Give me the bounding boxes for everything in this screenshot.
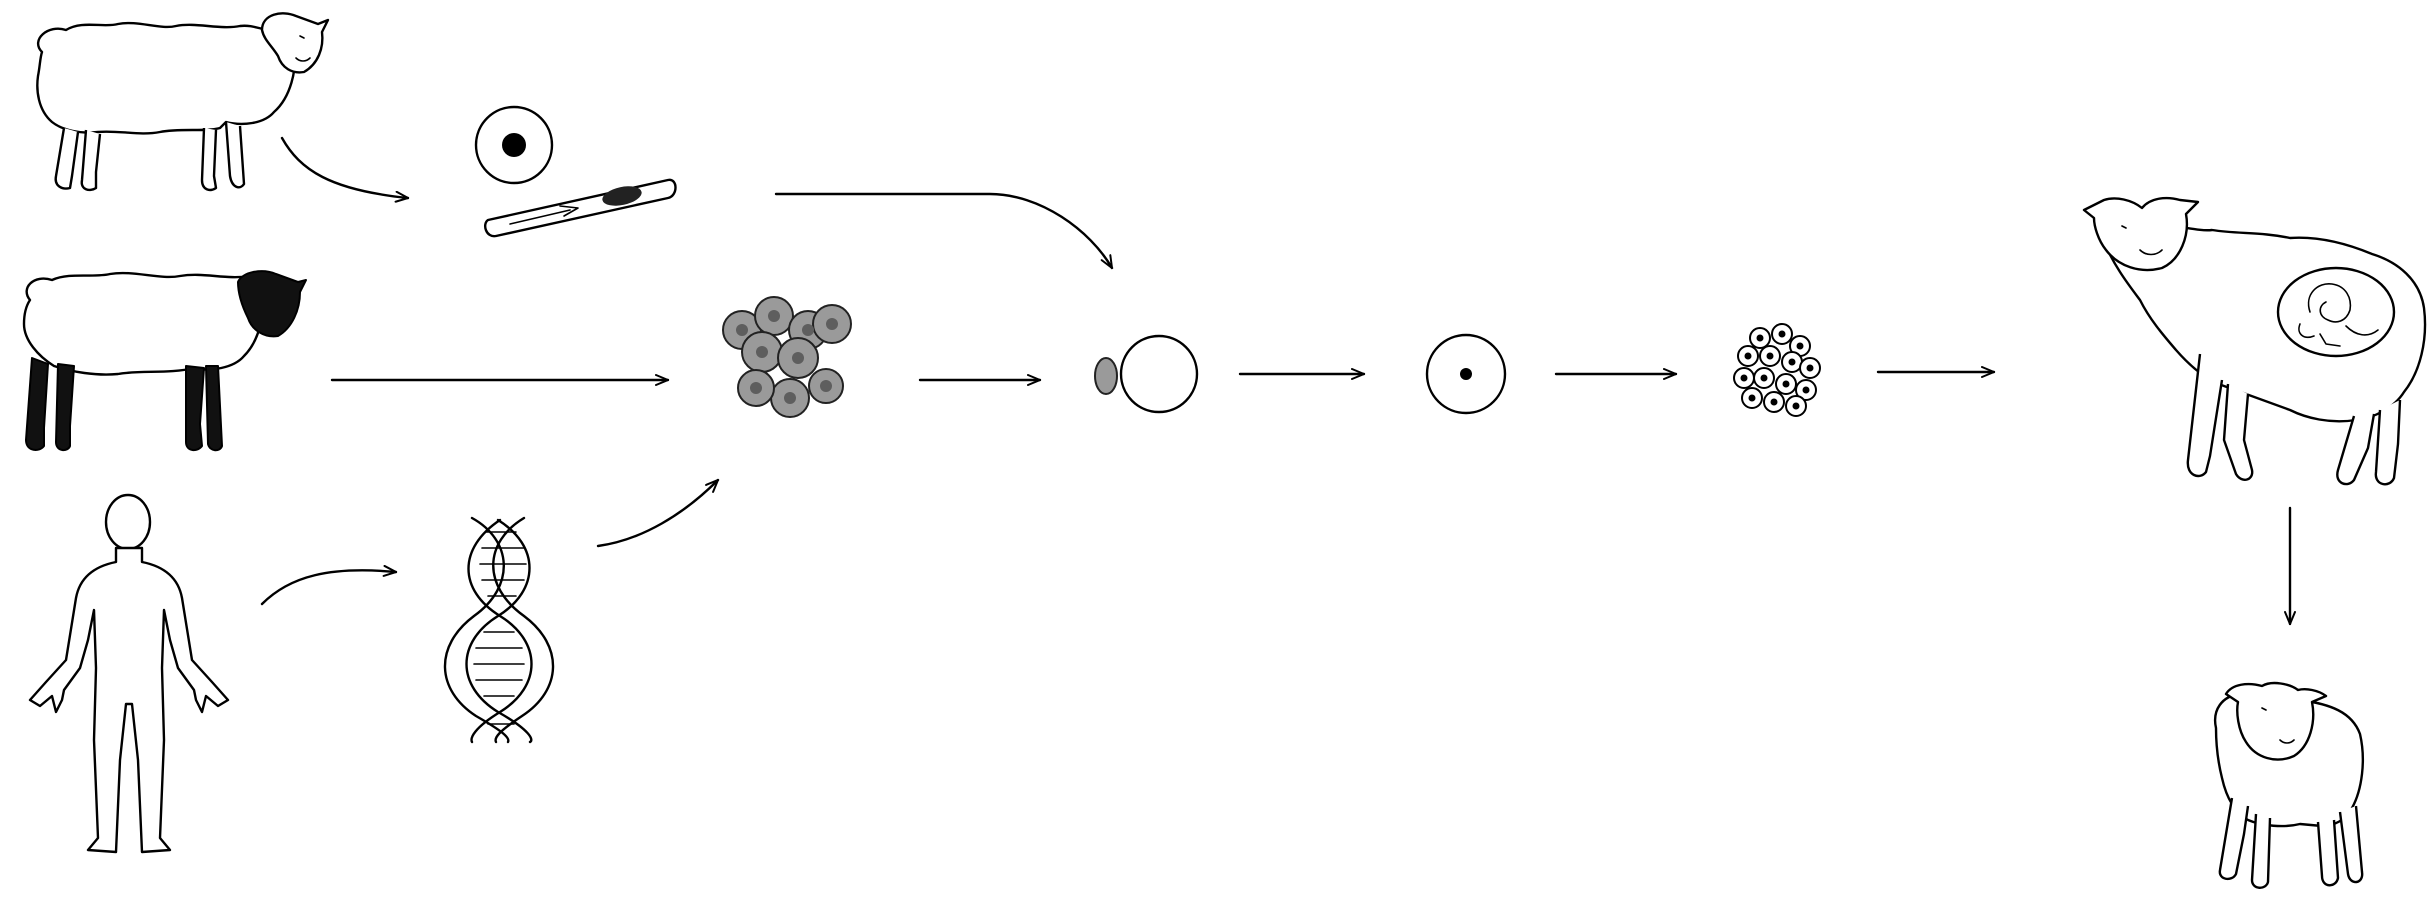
sheep-icon [36,12,330,192]
embryo-icon [1733,323,1821,417]
blackface-sheep-icon [22,270,307,452]
arrow-human-to-dna [260,570,396,606]
lamb-icon [2213,681,2365,889]
arrow-sheep-to-egg [280,136,408,198]
human-icon [28,493,230,854]
dna-helix-icon [443,516,555,744]
reconstructed-egg-icon [1425,333,1507,415]
pipette-icon [484,178,677,238]
egg-cell-icon [474,105,554,185]
arrow-dna-to-cells [596,480,718,548]
arrow-pipette-to-fusion [774,192,1112,268]
cell-cluster-icon [722,296,852,418]
pregnant-sheep-icon [2082,196,2427,486]
fused-cell-icon [1094,334,1199,414]
